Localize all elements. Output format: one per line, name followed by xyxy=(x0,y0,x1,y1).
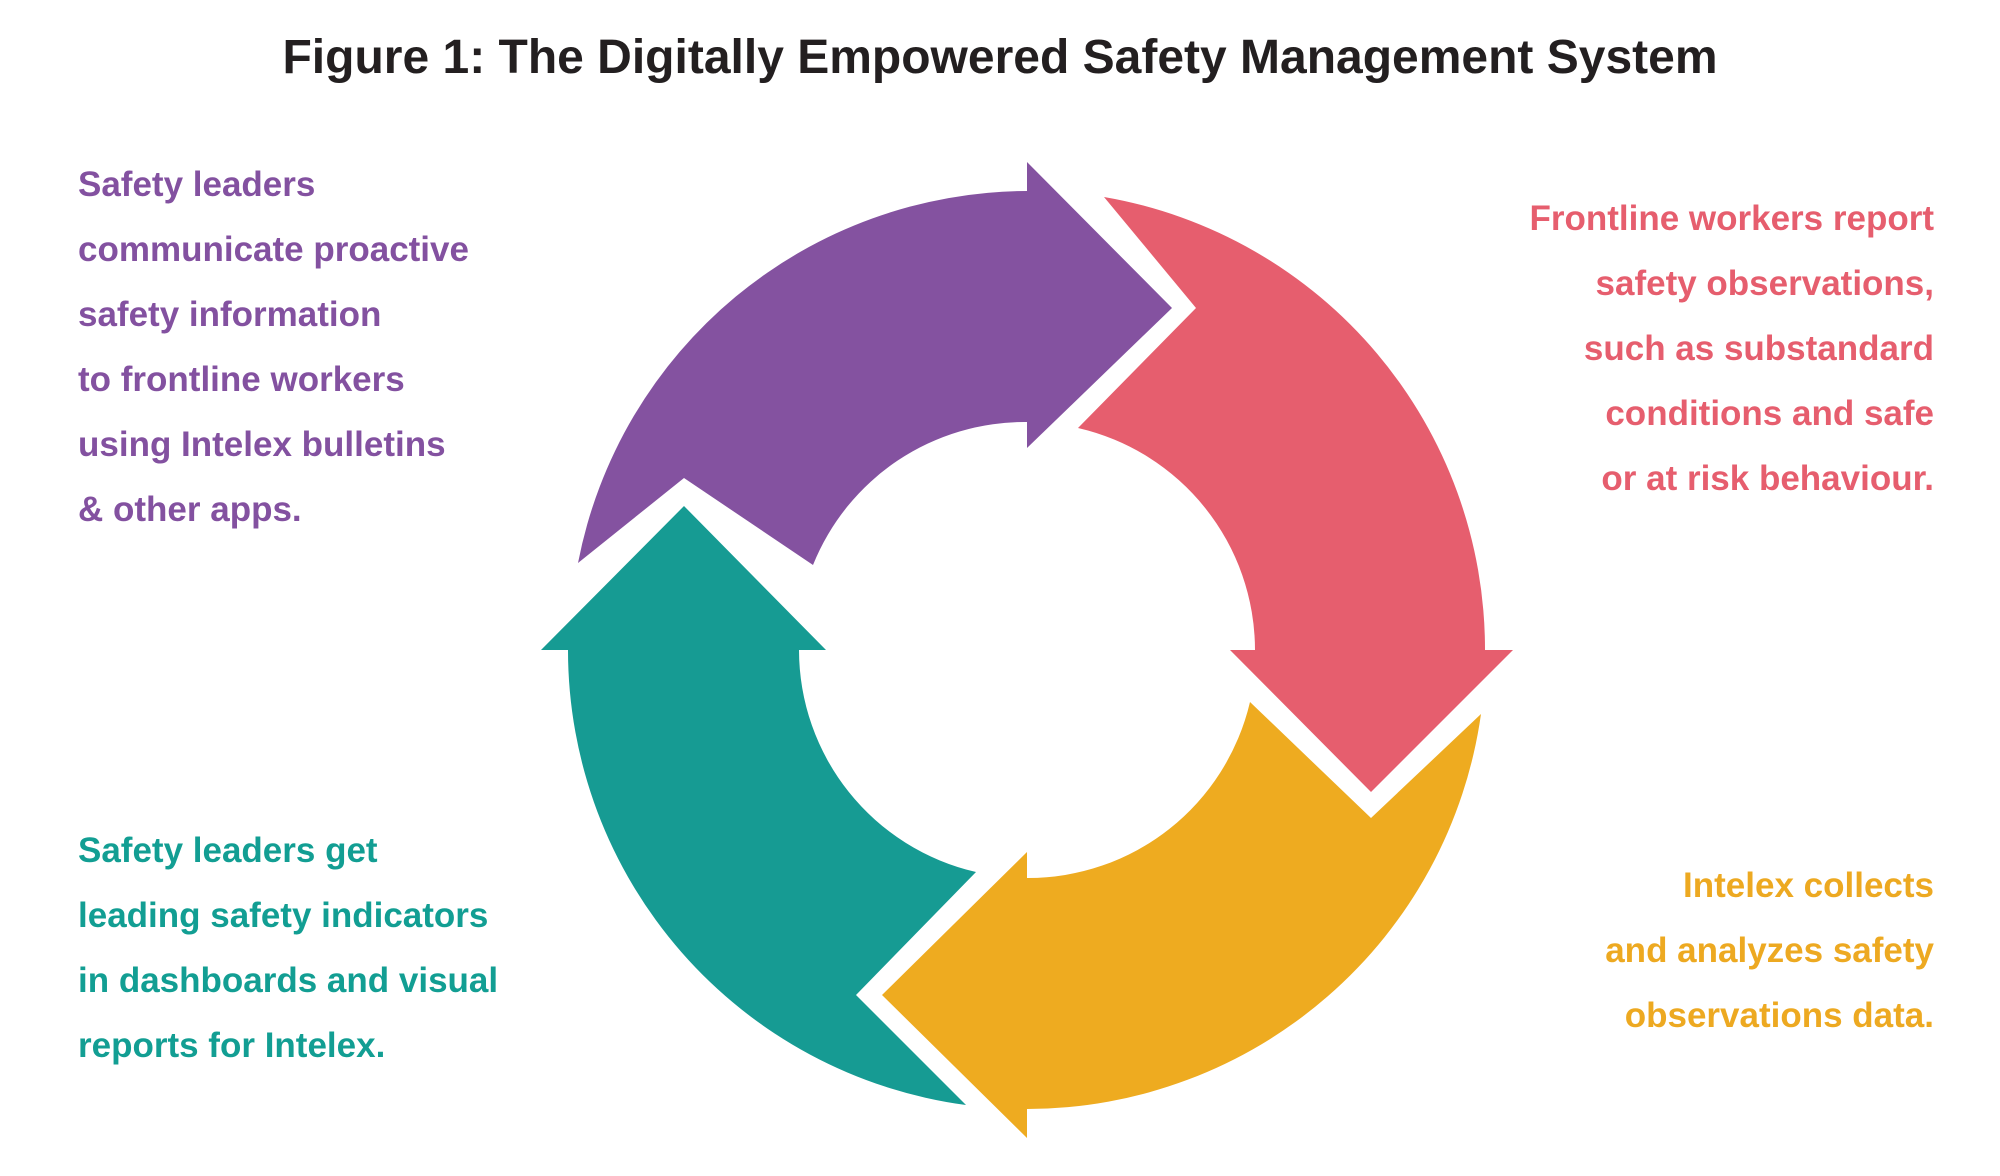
figure-title: Figure 1: The Digitally Empowered Safety… xyxy=(282,31,1718,84)
caption-line: and analyzes safety xyxy=(1605,931,1934,970)
caption-line: or at risk behaviour. xyxy=(1601,459,1934,498)
caption-line: & other apps. xyxy=(78,490,302,529)
caption-line: reports for Intelex. xyxy=(78,1026,386,1065)
purple-arrow-icon xyxy=(578,162,1172,565)
caption-line: using Intelex bulletins xyxy=(78,425,446,464)
step-caption-analyze: Intelex collects and analyzes safety obs… xyxy=(1605,853,1934,1048)
caption-line: to frontline workers xyxy=(78,360,405,399)
caption-line: communicate proactive xyxy=(78,230,469,269)
caption-line: Frontline workers report xyxy=(1529,199,1934,238)
pink-arrow-icon xyxy=(1078,197,1513,792)
caption-line: Safety leaders get xyxy=(78,831,378,870)
caption-line: such as substandard xyxy=(1583,329,1934,368)
step-caption-communicate: Safety leaders communicate proactive saf… xyxy=(78,152,469,542)
caption-line: leading safety indicators xyxy=(78,896,489,935)
caption-line: safety information xyxy=(78,295,382,334)
caption-line: in dashboards and visual xyxy=(78,961,499,1000)
caption-line: Safety leaders xyxy=(78,165,316,204)
caption-line: safety observations, xyxy=(1595,264,1934,303)
step-caption-report: Frontline workers report safety observat… xyxy=(1529,186,1934,511)
step-caption-indicators: Safety leaders get leading safety indica… xyxy=(78,818,498,1078)
caption-line: Intelex collects xyxy=(1683,866,1934,905)
caption-line: conditions and safe xyxy=(1605,394,1934,433)
gold-arrow-icon xyxy=(882,702,1481,1138)
caption-line: observations data. xyxy=(1624,996,1934,1035)
teal-arrow-icon xyxy=(541,506,976,1105)
